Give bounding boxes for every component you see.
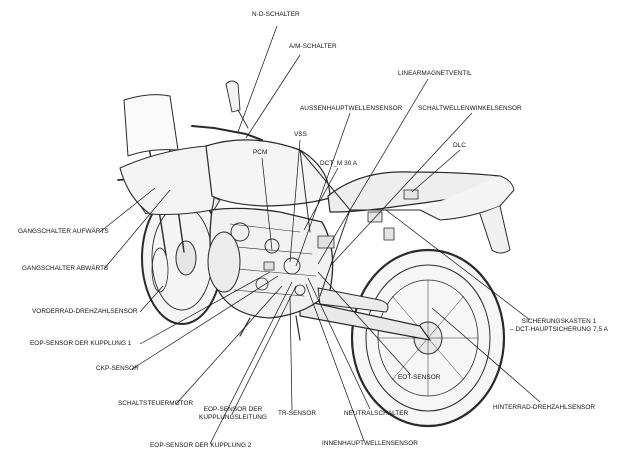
label-sicherungskasten-line-2: – DCT-HAUPTSICHERUNG 7,5 A	[510, 325, 608, 333]
label-am-schalter: A/M-SCHALTER	[289, 43, 337, 50]
label-tr-sensor: TR-SENSOR	[278, 410, 317, 417]
label-eop-leitung-line-1: EOP-SENSOR DER	[203, 406, 263, 413]
label-aussenhauptwellensensor: AUSSENHAUPTWELLENSENSOR	[300, 105, 403, 112]
label-dct-m: DCT_M 30 A	[320, 160, 358, 167]
label-innenhauptwellensensor: INNENHAUPTWELLENSENSOR	[322, 440, 418, 447]
label-eop-sensor-kupplungsleitung: EOP-SENSOR DER KUPPLUNGSLEITUNG	[196, 406, 270, 421]
label-sicherungskasten: SICHERUNGSKASTEN 1 – DCT-HAUPTSICHERUNG …	[510, 318, 608, 333]
label-eop-sensor-kupplung-1: EOP-SENSOR DER KUPPLUNG 1	[30, 340, 132, 347]
label-eop-leitung-line-2: KUPPLUNGSLEITUNG	[199, 413, 267, 421]
label-gangschalter-aufwaerts: GANGSCHALTER AUFWÄRTS	[18, 228, 109, 235]
label-gangschalter-abwaerts: GANGSCHALTER ABWÄRTS	[22, 265, 109, 272]
label-nd-schalter: N-D-SCHALTER	[252, 11, 300, 18]
label-dlc: DLC	[453, 142, 466, 149]
label-schaltwellenwinkelsensor: SCHALTWELLENWINKELSENSOR	[418, 105, 522, 112]
label-pcm: PCM	[253, 149, 268, 156]
label-eop-sensor-kupplung-2: EOP-SENSOR DER KUPPLUNG 2	[150, 442, 252, 449]
label-ckp-sensor: CKP-SENSOR	[96, 365, 139, 372]
leader-lines	[99, 25, 541, 445]
label-sicherungskasten-line-1: SICHERUNGSKASTEN 1	[521, 318, 597, 325]
label-eot-sensor: EOT-SENSOR	[398, 374, 441, 381]
label-hinterrad-drehzahlsensor: HINTERRAD-DREHZAHLSENSOR	[493, 404, 596, 411]
label-vorderrad-drehzahlsensor: VORDERRAD-DREHZAHLSENSOR	[32, 308, 138, 315]
label-schaltsteuermotor: SCHALTSTEUERMOTOR	[118, 400, 194, 407]
label-vss: VSS	[294, 131, 307, 138]
label-neutralschalter: NEUTRALSCHALTER	[344, 410, 409, 417]
label-linearmagnetventil: LINEARMAGNETVENTIL	[398, 70, 472, 77]
